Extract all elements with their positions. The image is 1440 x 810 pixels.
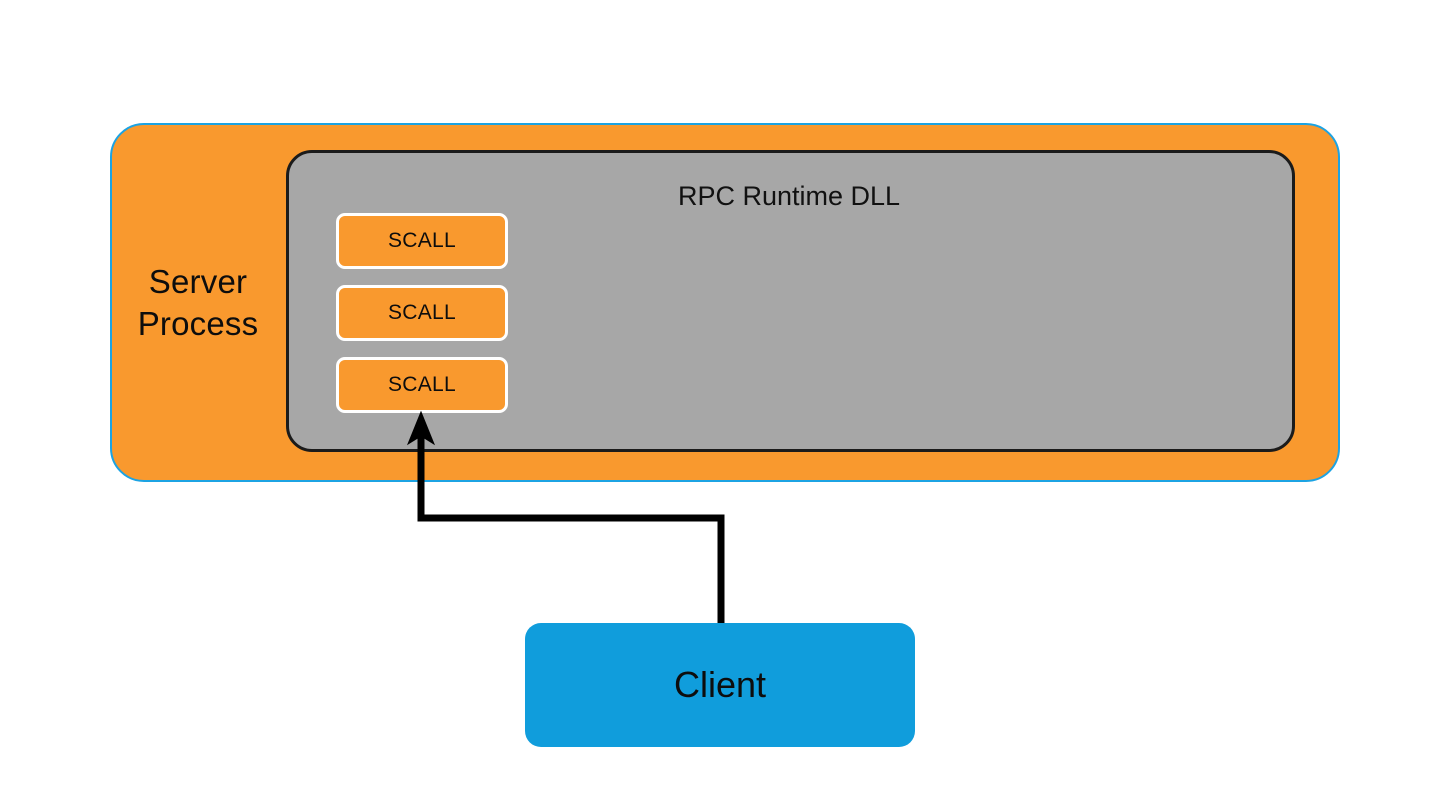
- scall-box-1[interactable]: SCALL: [336, 213, 508, 269]
- rpc-runtime-dll-label: RPC Runtime DLL: [677, 181, 901, 211]
- server-process-label: Server Process: [137, 263, 259, 342]
- scall-box-3[interactable]: SCALL: [336, 357, 508, 413]
- scall-box-2[interactable]: SCALL: [336, 285, 508, 341]
- client-box[interactable]: Client: [525, 623, 915, 747]
